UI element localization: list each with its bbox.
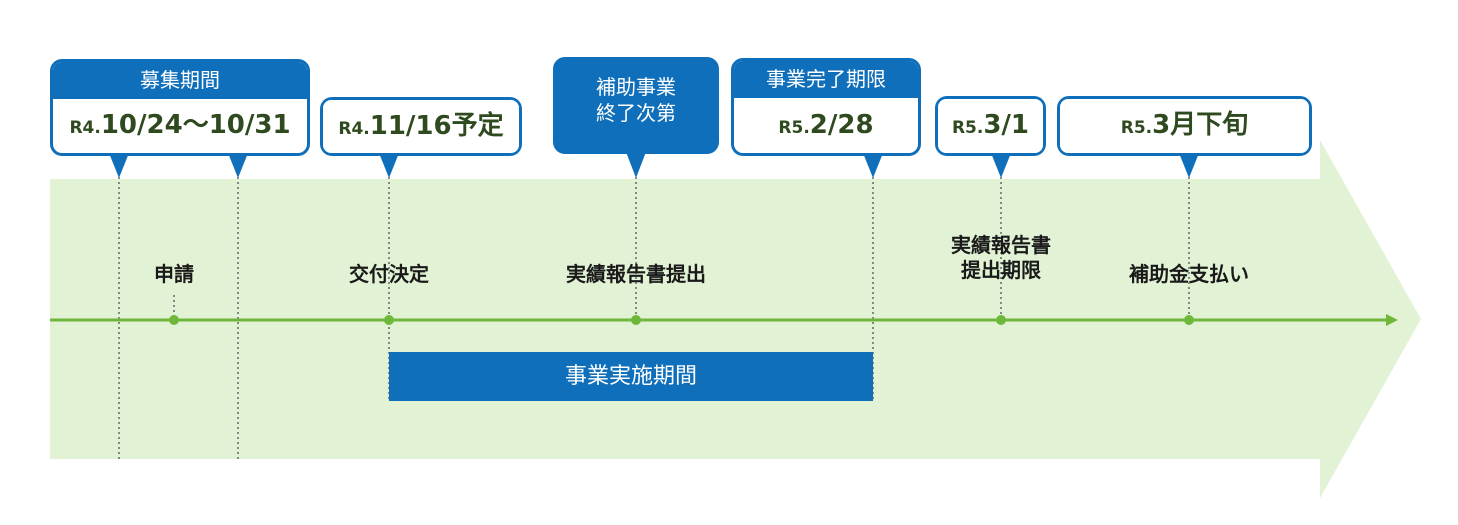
event-report-deadline-line2: 提出期限 xyxy=(961,258,1041,282)
event-report-deadline-line1: 実績報告書 xyxy=(951,233,1051,257)
pointer-recruit-start xyxy=(109,153,129,178)
pointer-recruit-end xyxy=(228,153,248,178)
event-payment: 補助金支払い xyxy=(1129,262,1249,286)
completion-deadline-header: 事業完了期限 xyxy=(734,61,918,98)
recruitment-period-box: 募集期間 R4.10/24～10/31 xyxy=(50,59,310,156)
project-end-line1: 補助事業 xyxy=(596,75,676,99)
project-period-bar: 事業実施期間 xyxy=(389,352,873,401)
grant-decision-date-value: R4.11/16予定 xyxy=(323,100,519,153)
pointer-payment xyxy=(1179,153,1199,178)
milestone-application xyxy=(169,315,179,325)
recruitment-date: 10/24～10/31 xyxy=(100,110,291,140)
event-application: 申請 xyxy=(154,262,194,286)
project-end-line2: 終了次第 xyxy=(596,101,676,125)
recruitment-period-header: 募集期間 xyxy=(53,62,307,99)
recruitment-era: R4. xyxy=(69,118,101,138)
completion-deadline-box: 事業完了期限 R5.2/28 xyxy=(731,58,921,156)
grant-decision-date: 11/16予定 xyxy=(369,111,504,141)
completion-deadline-date: 2/28 xyxy=(809,110,874,140)
pointer-completion-deadline xyxy=(863,153,883,178)
payment-date: 3月下旬 xyxy=(1152,110,1249,140)
recruitment-period-date: R4.10/24～10/31 xyxy=(59,102,301,148)
pointer-project-end xyxy=(626,152,646,178)
project-end-box: 補助事業 終了次第 xyxy=(553,57,719,154)
milestone-grant-decision xyxy=(384,315,394,325)
completion-deadline-era: R5. xyxy=(778,118,810,138)
project-end-text: 補助事業 終了次第 xyxy=(556,74,716,126)
payment-date-box: R5.3月下旬 xyxy=(1057,96,1312,156)
milestone-payment xyxy=(1184,315,1194,325)
event-report-deadline: 実績報告書 提出期限 xyxy=(951,233,1051,283)
event-report-submission: 実績報告書提出 xyxy=(566,262,706,286)
completion-deadline-date-value: R5.2/28 xyxy=(740,102,912,148)
payment-date-value: R5.3月下旬 xyxy=(1060,99,1309,153)
grant-decision-box: R4.11/16予定 xyxy=(320,97,522,156)
pointer-report-deadline xyxy=(991,153,1011,178)
report-deadline-era: R5. xyxy=(951,118,984,138)
milestone-report-deadline xyxy=(996,315,1006,325)
payment-era: R5. xyxy=(1120,118,1153,138)
milestone-report-submission xyxy=(631,315,641,325)
report-deadline-box: R5.3/1 xyxy=(935,96,1046,156)
timeline-arrowhead xyxy=(1386,314,1398,326)
pointer-grant-decision xyxy=(379,153,399,178)
report-deadline-date: 3/1 xyxy=(983,110,1030,140)
grant-decision-era: R4. xyxy=(338,119,370,139)
report-deadline-date-value: R5.3/1 xyxy=(938,99,1043,153)
event-grant-decision: 交付決定 xyxy=(349,262,429,286)
